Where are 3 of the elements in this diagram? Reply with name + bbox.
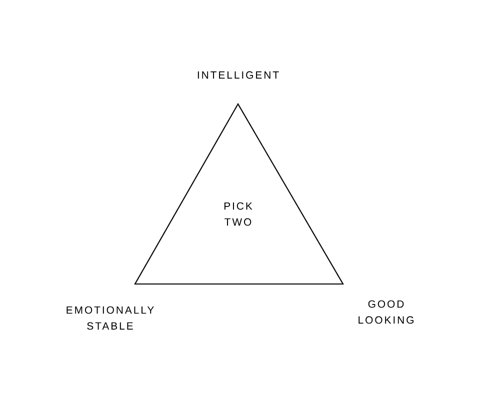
corner-label: INTELLIGENT <box>198 71 279 79</box>
corner-label: EMOTIONALLY STABLE <box>66 306 154 330</box>
corner-label: GOOD LOOKING <box>358 300 414 324</box>
